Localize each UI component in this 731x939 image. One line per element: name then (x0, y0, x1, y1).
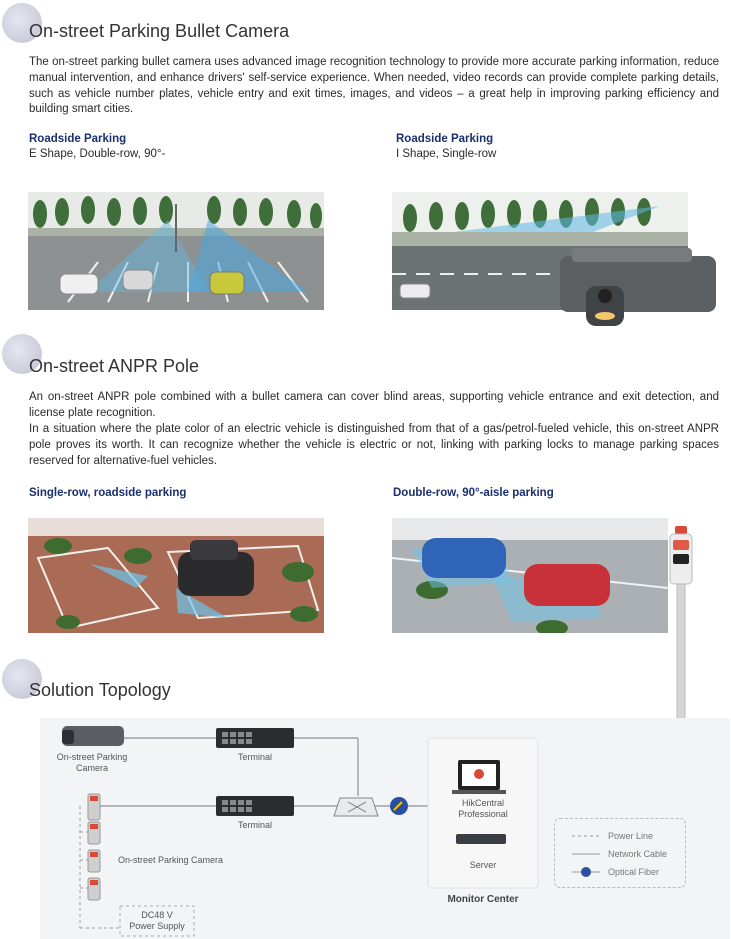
section-bubble-bullet (2, 3, 42, 43)
case-2-title: Roadside Parking (396, 133, 494, 145)
label-terminal-2: Terminal (237, 820, 272, 830)
label-hikcentral: HikCentral Professional (458, 798, 508, 819)
topology-diagram: On-street Parking Camera Terminal Termin… (40, 718, 730, 939)
label-camera-top: On-street Parking Camera (56, 752, 128, 773)
case-1-title: Roadside Parking (29, 133, 127, 145)
case-1-desc: E Shape, Double-row, 90°- (29, 148, 166, 160)
label-server: Server (469, 860, 497, 870)
label-terminal-1: Terminal (237, 752, 272, 762)
image-single-row-roadside (28, 518, 324, 633)
label-power-supply: DC48 V Power Supply (129, 910, 185, 931)
section-bubble-topology (2, 659, 42, 699)
anpr-case-1-title: Single-row, roadside parking (29, 487, 187, 499)
section-title-bullet-camera: On-street Parking Bullet Camera (29, 21, 290, 41)
legend-network-cable: Network Cable (608, 849, 668, 859)
legend-power-line: Power Line (608, 831, 654, 841)
label-monitor-center: Monitor Center (447, 894, 519, 905)
section-title-topology: Solution Topology (29, 680, 171, 700)
section-title-anpr-pole: On-street ANPR Pole (29, 356, 200, 376)
image-e-shape-parking (28, 192, 324, 310)
section-bubble-anpr (2, 334, 42, 374)
anpr-description-2: In a situation where the plate color of … (29, 423, 719, 467)
topology-legend (554, 818, 686, 888)
anpr-pole-image (664, 526, 698, 730)
case-2-desc: I Shape, Single-row (396, 148, 497, 160)
image-double-row-aisle (392, 518, 668, 633)
legend-optical-fiber: Optical Fiber (608, 867, 660, 877)
anpr-description-1: An on-street ANPR pole combined with a b… (29, 391, 719, 419)
bullet-camera-description: The on-street parking bullet camera uses… (29, 56, 719, 116)
image-i-shape-parking (392, 192, 731, 332)
label-camera-group: On-street Parking Camera (118, 855, 224, 865)
anpr-case-2-title: Double-row, 90°-aisle parking (393, 487, 554, 499)
